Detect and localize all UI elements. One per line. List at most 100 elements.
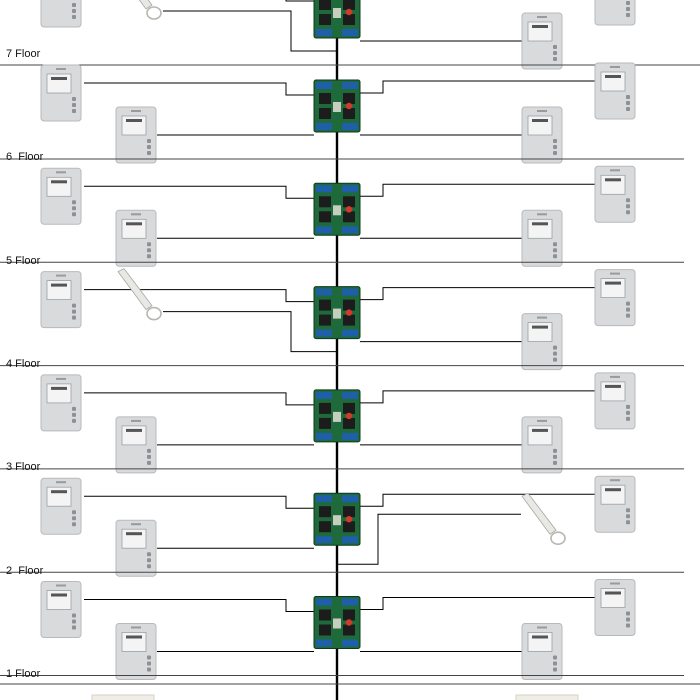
monitor-screen bbox=[46, 176, 72, 197]
circuit-board-icon bbox=[313, 286, 361, 340]
monitor-camera bbox=[537, 110, 547, 112]
board-terminal bbox=[316, 432, 332, 440]
monitor-screen bbox=[46, 280, 72, 301]
monitor-button bbox=[72, 412, 76, 417]
board-label bbox=[333, 515, 341, 526]
monitor-camera bbox=[537, 626, 547, 629]
monitor-brand-mark bbox=[532, 119, 548, 122]
board-terminal bbox=[342, 82, 358, 89]
board-terminal bbox=[342, 536, 358, 544]
monitor-button bbox=[72, 200, 76, 205]
board-terminal bbox=[342, 29, 358, 36]
monitor-screen bbox=[527, 632, 553, 652]
board-led bbox=[345, 516, 353, 523]
board-led bbox=[345, 206, 353, 213]
board-terminal bbox=[316, 82, 332, 89]
monitor-button bbox=[626, 617, 630, 622]
monitor-button bbox=[147, 242, 151, 247]
monitor-screen bbox=[121, 115, 147, 136]
board-relay bbox=[343, 402, 355, 414]
monitor-button bbox=[72, 309, 76, 314]
circuit-board-icon bbox=[313, 596, 361, 649]
board-terminal bbox=[316, 123, 332, 130]
monitor-button bbox=[72, 418, 76, 423]
monitor-button bbox=[626, 204, 630, 209]
board-terminal bbox=[316, 391, 332, 399]
monitor-button bbox=[72, 303, 76, 308]
video-monitor-icon bbox=[40, 0, 82, 28]
monitor-camera bbox=[537, 213, 547, 216]
monitor-button bbox=[626, 410, 630, 415]
circuit-board-icon bbox=[313, 182, 361, 236]
board-relay bbox=[343, 108, 355, 119]
board-relay bbox=[343, 609, 355, 621]
monitor-button bbox=[72, 619, 76, 624]
floor-label: 6 Floor bbox=[6, 151, 44, 164]
monitor-button bbox=[553, 655, 557, 660]
board-relay bbox=[343, 624, 355, 636]
video-monitor-icon bbox=[40, 271, 82, 329]
monitor-screen bbox=[527, 21, 553, 42]
monitor-button bbox=[553, 454, 557, 459]
monitor-brand-mark bbox=[51, 593, 67, 597]
monitor-button bbox=[72, 315, 76, 320]
monitor-button bbox=[553, 357, 557, 362]
monitor-camera bbox=[131, 626, 141, 629]
monitor-screen bbox=[121, 425, 147, 446]
monitor-button bbox=[553, 242, 557, 247]
monitor-screen bbox=[46, 383, 72, 404]
handset-body bbox=[138, 0, 153, 10]
board-relay bbox=[343, 0, 355, 10]
video-monitor-icon bbox=[521, 313, 563, 371]
monitor-brand-mark bbox=[51, 77, 67, 80]
monitor-button bbox=[147, 248, 151, 253]
board-terminal bbox=[316, 639, 332, 647]
wire-right-handset bbox=[337, 513, 521, 565]
monitor-body bbox=[594, 0, 636, 26]
board-terminal bbox=[342, 391, 358, 399]
board-label bbox=[333, 205, 341, 216]
monitor-brand-mark bbox=[51, 180, 67, 184]
video-monitor-icon bbox=[594, 475, 636, 533]
monitor-brand-mark bbox=[126, 119, 142, 122]
monitor-button bbox=[72, 212, 76, 217]
monitor-camera bbox=[56, 377, 66, 380]
monitor-camera bbox=[610, 582, 620, 585]
monitor-button bbox=[147, 145, 151, 149]
wire-right-top bbox=[360, 183, 596, 197]
monitor-button bbox=[626, 95, 630, 99]
board-relay bbox=[343, 314, 355, 326]
video-monitor-icon bbox=[115, 209, 157, 267]
monitor-screen bbox=[527, 115, 553, 136]
monitor-brand-mark bbox=[532, 325, 548, 329]
board-label bbox=[333, 618, 341, 629]
video-monitor-icon bbox=[40, 64, 82, 122]
monitor-screen bbox=[121, 218, 147, 239]
floor-label: 2 Floor bbox=[6, 564, 44, 577]
monitor-button bbox=[626, 514, 630, 519]
monitor-button bbox=[626, 107, 630, 111]
monitor-button bbox=[72, 15, 76, 19]
floor-label: 5 Floor bbox=[6, 254, 41, 267]
monitor-camera bbox=[610, 169, 620, 172]
board-terminal bbox=[316, 598, 332, 606]
video-monitor-icon bbox=[594, 165, 636, 223]
monitor-button bbox=[626, 1, 630, 5]
board-relay bbox=[319, 0, 331, 10]
monitor-button bbox=[72, 516, 76, 521]
monitor-camera bbox=[56, 274, 66, 277]
board-terminal bbox=[342, 639, 358, 647]
monitor-screen bbox=[46, 486, 72, 507]
monitor-brand-mark bbox=[51, 283, 67, 287]
board-relay bbox=[319, 14, 331, 25]
video-monitor-icon bbox=[115, 623, 157, 680]
monitor-button bbox=[72, 406, 76, 411]
monitor-button bbox=[553, 45, 557, 49]
wire-left-top bbox=[285, 0, 314, 2]
monitor-brand-mark bbox=[532, 25, 548, 28]
monitor-button bbox=[553, 448, 557, 453]
entrance-panel-icon bbox=[91, 694, 155, 700]
wire-right-top bbox=[360, 493, 596, 507]
monitor-screen bbox=[46, 73, 72, 94]
monitor-button bbox=[147, 655, 151, 660]
